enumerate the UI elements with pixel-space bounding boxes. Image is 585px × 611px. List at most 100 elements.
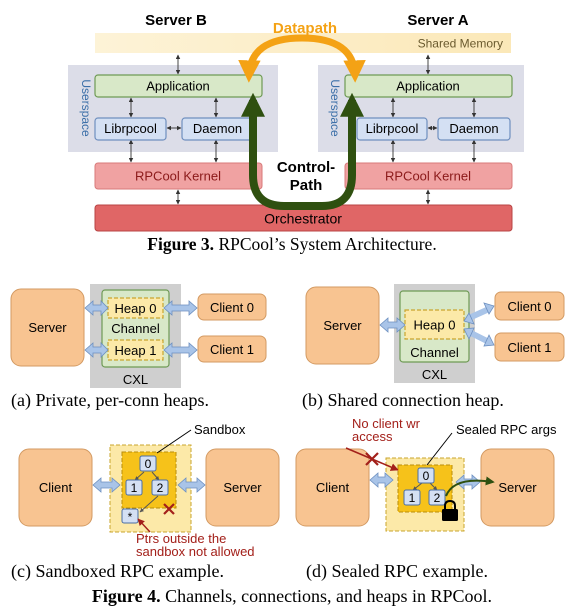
daemon-box-a [437,117,511,141]
node-0-label-d: 0 [423,469,430,483]
kernel-label-a: RPCool Kernel [385,169,471,184]
client-label-c: Client [39,480,73,495]
figure-4-caption: Figure 4. Channels, connections, and hea… [92,586,492,606]
application-label-a: Application [396,79,460,94]
tree-edges-c [134,471,160,481]
cross-icon [163,503,175,515]
sealed-args-arrow-d [445,476,495,497]
channel-label-a: Channel [111,321,160,336]
heap0-box-b [404,309,465,340]
arrow-server-heap-b [379,317,406,333]
sandbox-leader-c [156,429,192,454]
arrows-panel-a [84,300,198,358]
arrow-server-heap0 [84,300,109,316]
fig3-connectors [128,54,477,205]
datapath-label: Datapath [273,20,337,37]
arrows-panel-c [92,477,206,493]
sealed-label-d: Sealed RPC args [456,422,557,437]
control-path-arrow [241,92,364,210]
figure-3-caption: Figure 3. RPCool’s System Architecture. [147,234,436,254]
figure-3-caption-text: RPCool’s System Architecture. [218,234,436,254]
cxl-label-a: CXL [123,372,148,387]
node-2-d [428,489,446,506]
panel-d-caption: (d) Sealed RPC example. [306,561,488,582]
kernel-box-b [94,162,263,190]
server-box-c [205,448,280,527]
client0-box-a [197,293,267,321]
node-2-label-d: 2 [434,491,441,505]
arrows-panel-b [379,302,495,347]
ptr-note-line2-c: sandbox not allowed [136,544,255,559]
arrow-heap-client1-b-shaft [467,329,491,345]
arrow-client-heap-d [369,472,394,488]
librpcool-box-b [94,117,167,141]
node-1-label-d: 1 [409,491,416,505]
illegal-pointer-c [139,495,159,513]
arrow-heap-client0-b-shaft [467,306,491,321]
application-box-b [94,74,263,98]
control-path-label-1: Control- [277,159,335,176]
cxl-label-b: CXL [422,367,447,382]
arrow-server-heap1 [84,342,109,358]
panel-d: Client Server 0 1 2 No client wr [295,416,557,582]
node-1-c [125,479,143,496]
panel-c-caption: (c) Sandboxed RPC example. [11,561,224,582]
panel-b-caption: (b) Shared connection heap. [302,390,504,411]
node-2-label-c: 2 [157,481,164,495]
userspace-label-a: Userspace [328,79,342,137]
heap1-label-a: Heap 1 [115,343,157,358]
sandbox-label-c: Sandbox [194,422,246,437]
shared-memory-label: Shared Memory [418,37,503,51]
client0-label-b: Client 0 [507,299,551,314]
panel-c: Client Server 0 1 2 * Sandbox Ptrs outsi… [11,422,280,582]
panel-a-caption: (a) Private, per-conn heaps. [11,390,209,411]
userspace-label-b: Userspace [79,79,93,137]
kernel-box-a [344,162,513,190]
arrow-heap-server-c [177,477,206,493]
client-box-d [295,448,370,527]
panel-a: Server Heap 0 Channel Heap 1 CXL Client … [10,284,267,411]
shared-memory-band [95,33,511,53]
client1-label-b: Client 1 [507,340,551,355]
server-b-title: Server B [145,12,207,29]
heap0-label-a: Heap 0 [115,301,157,316]
arrow-client-heap-c [92,477,121,493]
arrow-heap-client0-b-head-1 [483,302,495,315]
server-box-a [10,288,85,367]
client-label-d: Client [316,480,350,495]
node-0-d [417,467,435,484]
node-2-c [151,479,169,496]
channel-label-b: Channel [410,345,459,360]
arrows-panel-d [369,472,481,490]
node-0-label-c: 0 [145,457,152,471]
no-write-line1-d: No client wr [352,416,421,431]
client1-box-b [494,332,565,362]
daemon-label-b: Daemon [193,121,242,136]
librpcool-label-a: Librpcool [366,121,419,136]
panel-b: Server Heap 0 Channel CXL Client 0 Clien… [302,284,565,411]
application-label-b: Application [146,79,210,94]
client1-label-a: Client 1 [210,342,254,357]
arrow-heap-client1-b-head-1 [483,334,495,347]
server-a-title: Server A [407,12,468,29]
cross-icon [365,452,379,466]
application-box-a [344,74,513,98]
server-label-a: Server [28,320,67,335]
control-path-label-2: Path [290,177,323,194]
figure-3: Shared Memory Server B Server A Userspac… [68,12,524,254]
sealed-leader-d [426,432,453,466]
arrow-heap-client0-b-head-2 [463,312,475,325]
arrow-heap1-client1 [163,342,198,358]
client-box-c [18,448,93,527]
server-label-d: Server [498,480,537,495]
server-box-b [305,286,380,365]
librpcool-label-b: Librpcool [104,121,157,136]
heap0-label-b: Heap 0 [414,318,456,333]
figure-3-caption-prefix: Figure 3. [147,234,214,254]
client1-box-a [197,335,267,363]
datapath-arrow [238,34,366,83]
figure-4-caption-prefix: Figure 4. [92,586,161,606]
ptr-note-line1-c: Ptrs outside the [136,531,226,546]
server-label-c: Server [223,480,262,495]
